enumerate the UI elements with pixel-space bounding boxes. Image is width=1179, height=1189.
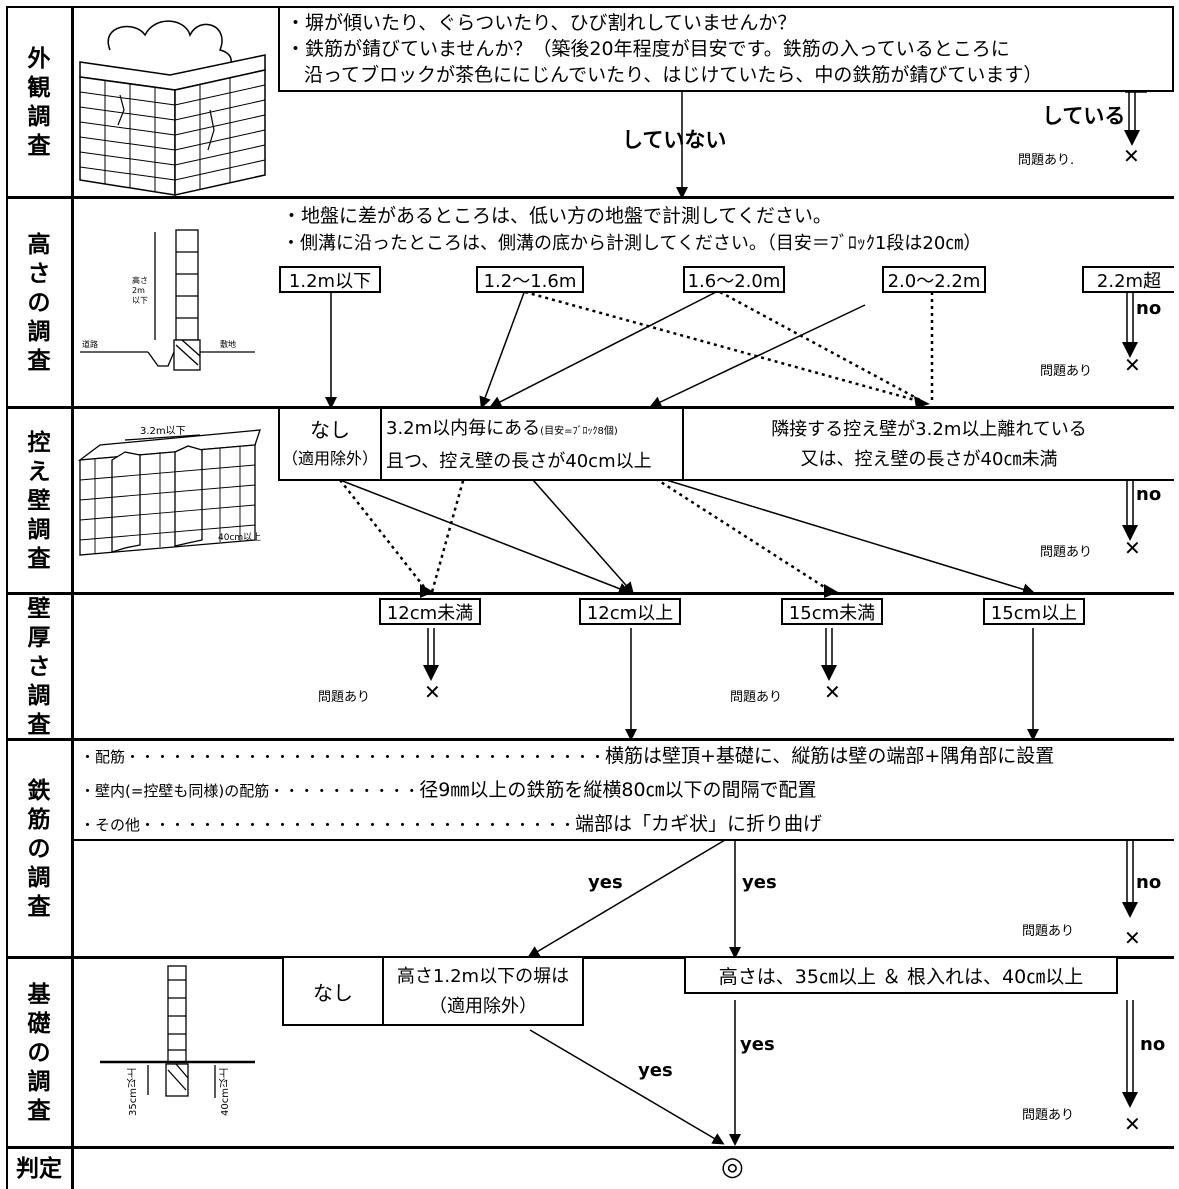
- height-fig-site: 敷地: [220, 340, 236, 349]
- appearance-yes-label: している: [1042, 104, 1126, 128]
- thickness-problem-label-1: 問題あり: [318, 690, 371, 705]
- height-opt-1: 1.2m以下: [279, 266, 381, 293]
- buttress-far-cell: 隣接する控え壁が3.2m以上離れている 又は、控え壁の長さが40㎝未満: [682, 409, 1174, 481]
- grid-top: [6, 6, 1174, 8]
- foundation-yes-label-2: yes: [740, 1034, 775, 1055]
- rebar-item-2-desc: 径9㎜以上の鉄筋を縦横80㎝以下の間隔で配置: [419, 779, 817, 801]
- appearance-cross-icon: ✕: [1123, 144, 1140, 168]
- foundation-fig-a: 35cm以上: [128, 1068, 139, 1116]
- buttress-far-length: 又は、控え壁の長さが40㎝未満: [800, 449, 1058, 470]
- buttress-no-label: no: [1136, 484, 1162, 505]
- grid-row1-end: [6, 196, 1174, 199]
- appearance-q3: 沿ってブロックが茶色ににじんでいたり、はじけていたら、中の鉄筋が錆びています）: [304, 64, 1043, 86]
- appearance-no-label: していない: [622, 128, 727, 152]
- rebar-yes-label-2: yes: [742, 872, 777, 893]
- buttress-within-label: 3.2m以内毎にある: [386, 417, 541, 439]
- appearance-question-box: ・塀が傾いたり、ぐらついたり、ひび割れしていませんか？ ・鉄筋が錆びていませんか…: [278, 8, 1174, 92]
- foundation-problem-label: 問題あり: [1022, 1108, 1075, 1123]
- rebar-item-2: ・壁内(=控壁も同様)の配筋・・・・・・・・・・径9㎜以上の鉄筋を縦横80㎝以下…: [80, 778, 817, 803]
- row-label-appearance: 外観調査: [27, 46, 51, 159]
- row-label-rebar: 鉄筋の調査: [27, 777, 51, 920]
- appearance-q2: ・鉄筋が錆びていませんか？（築後20年程度が目安です。鉄筋の入っているところに: [286, 38, 1010, 60]
- height-opt-5: 2.2m超: [1082, 266, 1174, 293]
- row-label-buttress: 控え壁調査: [27, 429, 51, 572]
- rebar-problem-label: 問題あり: [1022, 924, 1075, 939]
- rebar-divider: [74, 839, 1174, 841]
- foundation-exempt-label: 高さ1.2m以下の塀は: [396, 966, 570, 987]
- grid-row5-end: [6, 956, 1174, 959]
- thickness-opt-2: 12cm以上: [579, 598, 681, 625]
- grid-row4-end: [6, 738, 1174, 741]
- height-no-label: no: [1136, 298, 1162, 319]
- foundation-fig-b: 40cm以上: [220, 1068, 231, 1116]
- thickness-opt-3: 15cm未満: [781, 598, 883, 625]
- buttress-cross-icon: ✕: [1124, 536, 1141, 560]
- rebar-item-1: ・配筋・・・・・・・・・・・・・・・・・・・・・・・・・・・・・・・・横筋は壁頂…: [80, 744, 1054, 769]
- foundation-exempt-cell: 高さ1.2m以下の塀は （適用除外）: [382, 958, 584, 1026]
- height-opt-2: 1.2～1.6m: [476, 266, 584, 293]
- buttress-wall-icon: [77, 429, 261, 556]
- judgment-ok-icon: ◎: [721, 1152, 744, 1182]
- grid-row2-end: [6, 406, 1174, 409]
- row-label-judgment: 判定: [16, 1155, 62, 1182]
- height-fig-label: 高さ2m以下: [132, 276, 148, 305]
- buttress-excluded-label: （適用除外）: [281, 449, 378, 468]
- grid-row6-end: [6, 1146, 1174, 1149]
- rebar-yes-label-1: yes: [588, 872, 623, 893]
- foundation-requirement-box: 高さは、35㎝以上 ＆ 根入れは、40㎝以上: [684, 958, 1118, 994]
- height-note1: ・地盤に差があるところは、低い方の地盤で計測してください。: [282, 205, 832, 227]
- thickness-opt-1: 12cm未満: [379, 598, 481, 625]
- thickness-cross-icon-1: ✕: [424, 680, 441, 704]
- thickness-cross-icon-2: ✕: [824, 680, 841, 704]
- foundation-yes-label-1: yes: [638, 1060, 673, 1081]
- buttress-fig-span: 3.2m以下: [140, 426, 186, 437]
- grid-left: [6, 6, 8, 1189]
- appearance-problem-label: 問題あり.: [1018, 153, 1075, 168]
- height-cross-icon: ✕: [1124, 353, 1141, 377]
- rebar-item-3: ・その他・・・・・・・・・・・・・・・・・・・・・・・・・・・・・端部は「カギ状…: [80, 812, 822, 837]
- rebar-item-1-label: ・配筋・・・・・・・・・・・・・・・・・・・・・・・・・・・・・・・・: [80, 748, 606, 766]
- height-opt-3: 1.6～2.0m: [683, 266, 785, 293]
- grid-label-divider: [71, 6, 74, 1189]
- buttress-problem-label: 問題あり: [1040, 545, 1093, 560]
- buttress-within-length: 且つ、控え壁の長さが40cm以上: [386, 450, 652, 472]
- height-section-icon: [80, 229, 255, 371]
- rebar-item-2-label: ・壁内(=控壁も同様)の配筋・・・・・・・・・・: [80, 782, 420, 800]
- foundation-cross-icon: ✕: [1124, 1112, 1141, 1136]
- foundation-none-cell: なし: [282, 958, 384, 1026]
- row-label-thickness: 壁厚さ調査: [27, 595, 51, 738]
- buttress-fig-len: 40cm以上: [218, 533, 262, 543]
- buttress-none-cell: なし （適用除外）: [278, 409, 382, 481]
- rebar-item-3-desc: 端部は「カギ状」に折り曲げ: [575, 813, 823, 835]
- wall-illustration-icon: [79, 20, 266, 196]
- thickness-opt-4: 15cm以上: [983, 598, 1085, 625]
- foundation-exempt-note: （適用除外）: [429, 996, 537, 1017]
- buttress-within-cell: 3.2m以内毎にある(目安=ﾌﾞﾛｯｸ8個) 且つ、控え壁の長さが40cm以上: [380, 409, 684, 481]
- row-label-height: 高さの調査: [27, 231, 51, 374]
- foundation-section-icon: [100, 965, 255, 1098]
- rebar-item-3-label: ・その他・・・・・・・・・・・・・・・・・・・・・・・・・・・・・: [80, 816, 576, 834]
- buttress-none-label: なし: [310, 418, 350, 442]
- appearance-q1: ・塀が傾いたり、ぐらついたり、ひび割れしていませんか？: [286, 12, 797, 34]
- foundation-no-label: no: [1140, 1034, 1166, 1055]
- rebar-item-1-desc: 横筋は壁頂+基礎に、縦筋は壁の端部+隅角部に設置: [605, 745, 1055, 767]
- buttress-within-note: (目安=ﾌﾞﾛｯｸ8個): [540, 425, 618, 437]
- height-problem-label: 問題あり: [1040, 364, 1093, 379]
- height-fig-road: 道路: [82, 340, 98, 349]
- height-opt-4: 2.0～2.2m: [882, 266, 986, 293]
- rebar-no-label: no: [1136, 872, 1162, 893]
- height-note2: ・側溝に沿ったところは、側溝の底から計測してください。（目安＝ﾌﾞﾛｯｸ1段は2…: [282, 233, 982, 254]
- rebar-cross-icon: ✕: [1124, 926, 1141, 950]
- thickness-problem-label-2: 問題あり: [730, 690, 783, 705]
- buttress-far-label: 隣接する控え壁が3.2m以上離れている: [771, 419, 1087, 440]
- row-label-foundation: 基礎の調査: [27, 981, 51, 1124]
- grid-row3-end: [6, 592, 1174, 595]
